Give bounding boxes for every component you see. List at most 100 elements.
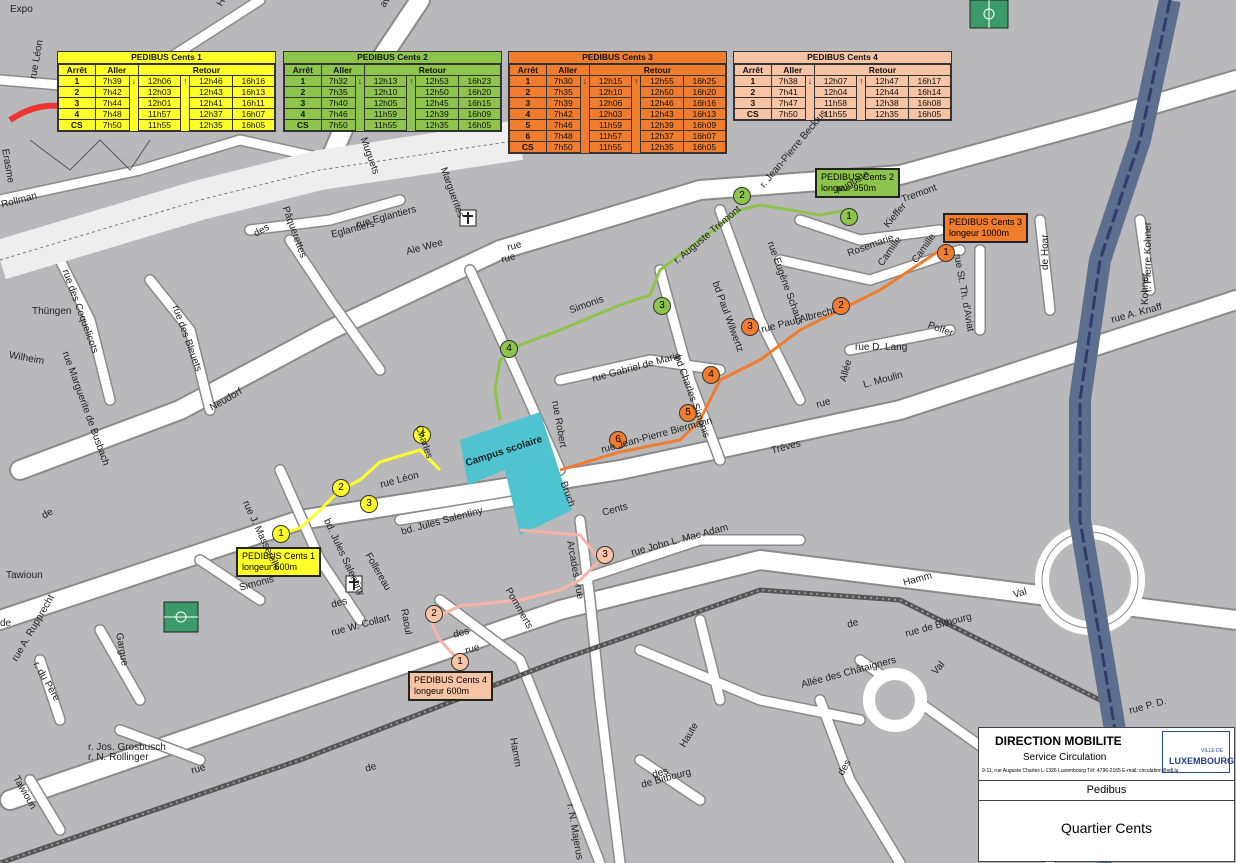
time-cell: 12h07 — [813, 75, 858, 87]
arrow-down-icon — [580, 120, 589, 131]
arrow-down-icon — [355, 87, 364, 98]
time-cell: 16h14 — [907, 86, 952, 98]
time-cell: 12h37 — [189, 108, 233, 120]
route-box-length: longeur 600m — [414, 686, 470, 696]
arrow-up-icon — [181, 87, 190, 98]
street-label: Expo — [10, 4, 33, 15]
route-box-cents-3: PEDIBUS Cents 3 longeur 1000m — [943, 213, 1029, 243]
route-cents-1 — [279, 448, 442, 536]
time-cell: 12h39 — [415, 108, 459, 120]
stop-marker-cents-4: 3 — [596, 546, 614, 564]
time-cell: 7h48 — [94, 108, 130, 120]
arrow-up-icon — [181, 120, 190, 131]
street-label: de Hoar — [1040, 234, 1051, 270]
stop-id: 2 — [734, 86, 772, 98]
stop-marker-cents-4: 1 — [451, 653, 469, 671]
title-block: DIRECTION MOBILITE Service Circulation 9… — [978, 727, 1235, 862]
stop-id: CS — [284, 119, 322, 131]
arrow-down-icon: ↓ — [582, 76, 587, 87]
time-cell: 12h41 — [189, 97, 233, 109]
divider — [979, 780, 1234, 781]
arrow-up-icon — [857, 98, 866, 109]
stop-marker-cents-4: 2 — [425, 605, 443, 623]
route-box-cents-4: PEDIBUS Cents 4 longeur 600m — [408, 671, 494, 701]
football-field-icon — [969, 0, 1009, 29]
arrow-up-icon — [632, 109, 641, 120]
stop-id: 5 — [509, 119, 547, 131]
arrow-up-icon — [632, 120, 641, 131]
stop-marker-cents-3: 4 — [702, 366, 720, 384]
time-cell: 11h55 — [813, 108, 858, 120]
time-cell: 12h05 — [363, 97, 408, 109]
time-cell: 7h35 — [320, 86, 356, 98]
department-name: DIRECTION MOBILITE — [995, 734, 1122, 748]
street-label: r. Jos. Grosbusch — [88, 742, 166, 753]
time-cell: 12h50 — [415, 86, 459, 98]
timetable-title: PEDIBUS Cents 1 — [58, 52, 275, 64]
arrow-down-icon — [580, 98, 589, 109]
arrow-up-icon — [857, 109, 866, 120]
time-cell: 16h05 — [231, 119, 276, 131]
timetable-title: PEDIBUS Cents 2 — [284, 52, 501, 64]
time-cell: 7h41 — [770, 86, 806, 98]
route-box-name: PEDIBUS Cents 3 — [949, 217, 1023, 227]
time-cell: 16h08 — [907, 97, 952, 109]
header-arret: Arrêt — [734, 64, 772, 76]
stop-marker-cents-1: 2 — [332, 479, 350, 497]
campus-area — [460, 412, 572, 535]
arrow-down-icon — [355, 109, 364, 120]
time-cell: 12h35 — [189, 119, 233, 131]
time-cell: 16h09 — [682, 119, 727, 131]
time-cell: 16h20 — [457, 86, 502, 98]
time-cell: 12h06 — [137, 75, 182, 87]
time-cell: 16h16 — [231, 75, 276, 87]
stop-id: 2 — [284, 86, 322, 98]
time-cell: 16h09 — [457, 108, 502, 120]
route-box-cents-2: PEDIBUS Cents 2 longeur 950m — [815, 168, 901, 198]
time-cell: 12h45 — [415, 97, 459, 109]
stop-id: 1 — [284, 75, 322, 87]
arrow-up-icon — [181, 109, 190, 120]
arrow-up-icon — [632, 131, 641, 142]
time-cell: 12h44 — [865, 86, 909, 98]
time-cell: 16h07 — [231, 108, 276, 120]
arrow-down-icon: ↓ — [807, 76, 812, 87]
street-label: Kohner — [1140, 272, 1151, 305]
stop-id: 6 — [509, 130, 547, 142]
time-cell: 16h11 — [231, 97, 276, 109]
stop-id: 1 — [509, 75, 547, 87]
street-label: rue D. Lang — [855, 342, 908, 353]
arrow-down-icon — [129, 109, 138, 120]
time-cell: 12h47 — [865, 75, 909, 87]
stop-marker-cents-2: 2 — [733, 187, 751, 205]
stop-marker-cents-2: 1 — [840, 208, 858, 226]
arrow-down-icon: ↓ — [131, 76, 136, 87]
time-cell: 7h30 — [545, 75, 581, 87]
time-cell: 16h20 — [682, 86, 727, 98]
time-cell: 16h23 — [457, 75, 502, 87]
arrow-up-icon — [857, 87, 866, 98]
time-cell: 12h04 — [813, 86, 858, 98]
arrow-up-icon — [632, 98, 641, 109]
church-icon — [345, 575, 363, 593]
time-cell: 12h53 — [415, 75, 459, 87]
stop-marker-cents-3: 3 — [741, 318, 759, 336]
time-cell: 11h55 — [137, 119, 182, 131]
time-cell: 16h25 — [682, 75, 727, 87]
time-cell: 11h58 — [813, 97, 858, 109]
route-box-name: PEDIBUS Cents 1 — [242, 551, 316, 561]
time-cell: 16h07 — [682, 130, 727, 142]
header-aller: Aller — [770, 64, 815, 76]
route-cents-4 — [427, 528, 603, 664]
